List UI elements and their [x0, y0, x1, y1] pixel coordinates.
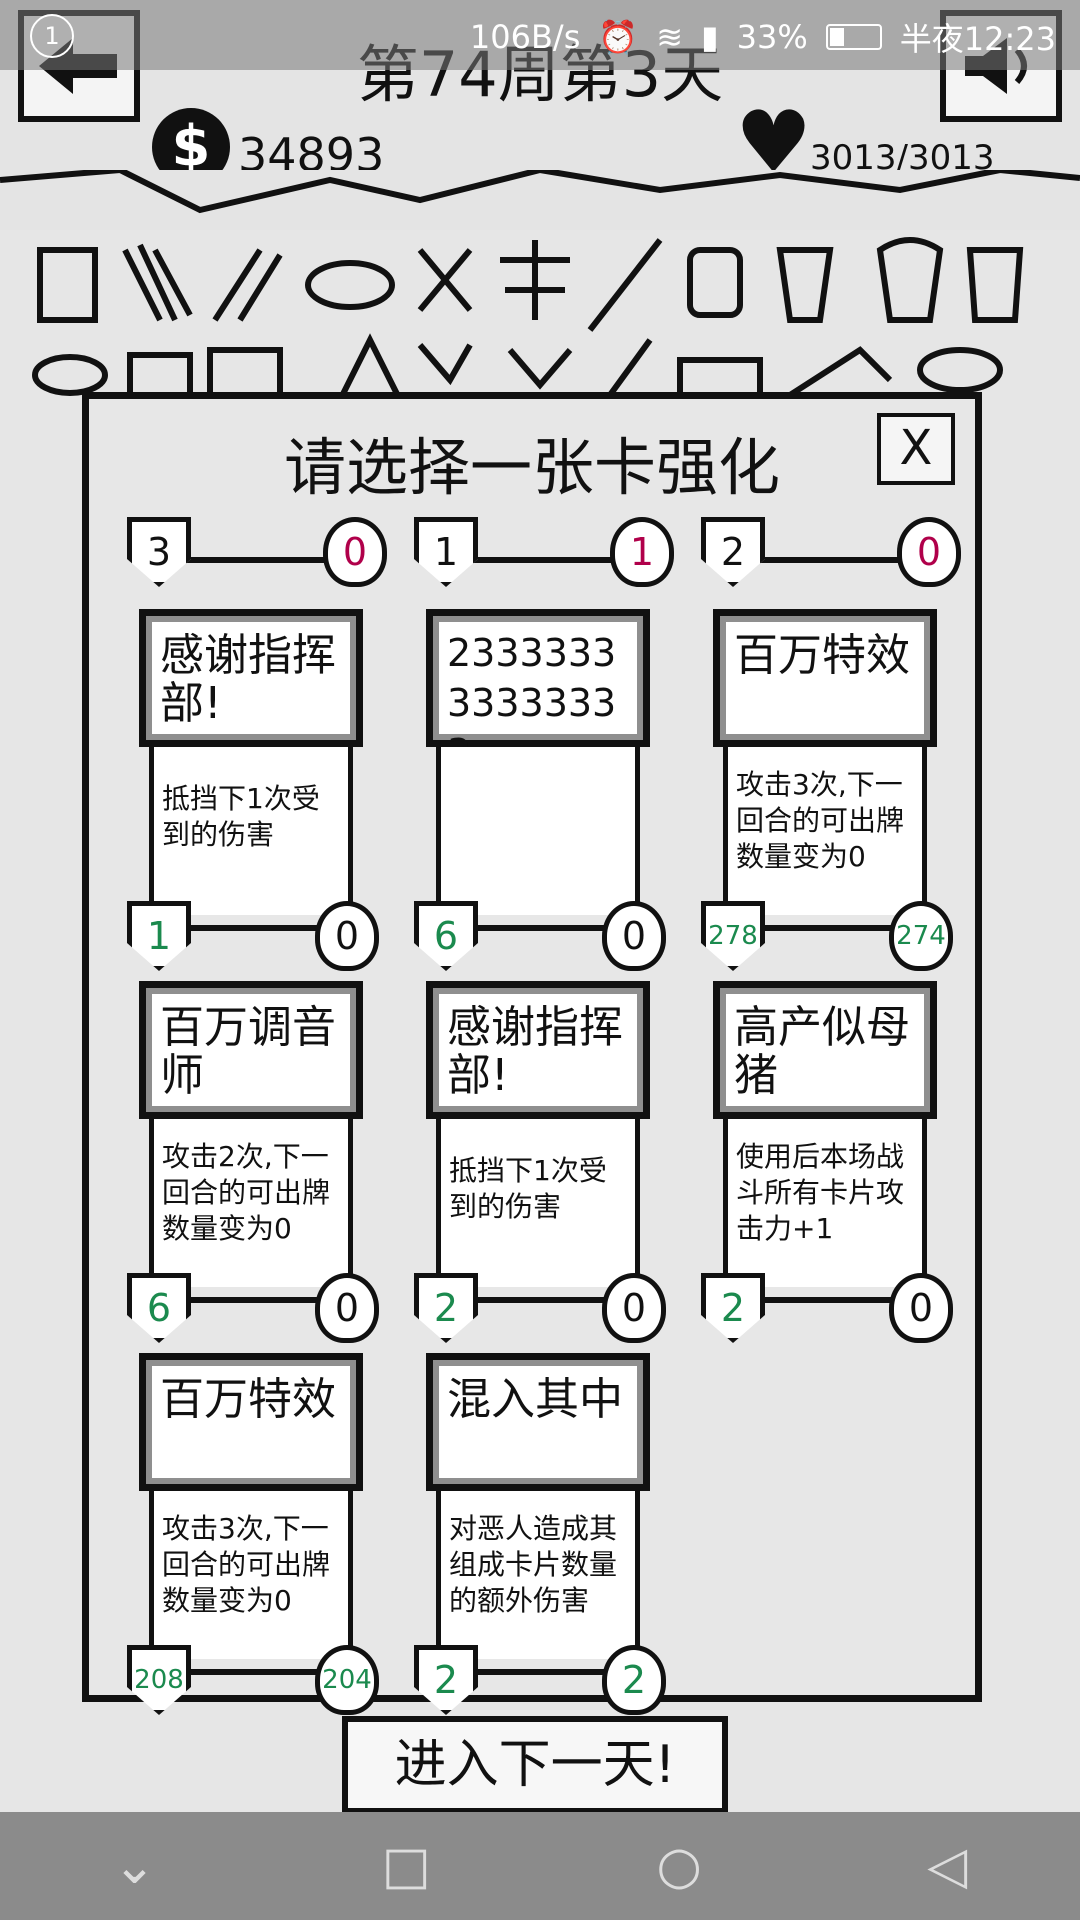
card-4[interactable]: 百万调音师 攻击2次,下一回合的可出牌数量变为0 6 0: [127, 981, 379, 1343]
signal-icon: ▮: [701, 18, 719, 56]
slot-left-value: 3: [127, 517, 191, 587]
card-desc: [436, 747, 640, 915]
card-level: 274: [889, 901, 953, 971]
battery-percent: 33%: [736, 18, 808, 56]
card-name: 233333333333333: [426, 609, 650, 775]
dialog-title: 请选择一张卡强化: [283, 431, 780, 504]
card-level: 0: [889, 1273, 953, 1343]
clock: 半夜12:23: [899, 20, 1056, 58]
card-desc: 对恶人造成其组成卡片数量的额外伤害: [436, 1491, 640, 1659]
system-nav-bar: ⌄ □ ○ ◁: [0, 1812, 1080, 1920]
wifi-icon: ≋: [656, 18, 684, 56]
close-button[interactable]: X: [877, 413, 955, 485]
slot-right-value: 0: [323, 517, 387, 587]
card-level: 0: [602, 1273, 666, 1343]
notification-badge: 1: [30, 14, 74, 58]
recents-icon[interactable]: □: [381, 1836, 431, 1896]
card-name: 百万调音师: [139, 981, 363, 1119]
enhance-card-dialog: 请选择一张卡强化 X 3 0 1 1 2 0 感谢指挥部! 抵挡下1次受到的伤害…: [82, 392, 982, 1715]
card-cost: 2: [701, 1273, 765, 1343]
home-icon[interactable]: ○: [656, 1836, 702, 1896]
card-cost: 1: [127, 901, 191, 971]
network-speed: 106B/s: [469, 18, 581, 56]
card-6[interactable]: 高产似母猪 使用后本场战斗所有卡片攻击力+1 2 0: [701, 981, 953, 1343]
slot-1: 3 0: [127, 517, 387, 607]
battery-icon: [825, 24, 882, 50]
card-1[interactable]: 感谢指挥部! 抵挡下1次受到的伤害 1 0: [127, 609, 379, 971]
card-cost: 278: [701, 901, 765, 971]
card-name: 百万特效: [713, 609, 937, 747]
card-name: 混入其中: [426, 1353, 650, 1491]
card-desc: 攻击3次,下一回合的可出牌数量变为0: [723, 747, 927, 915]
card-3[interactable]: 百万特效 攻击3次,下一回合的可出牌数量变为0 278 274: [701, 609, 953, 971]
card-level: 0: [315, 1273, 379, 1343]
card-level: 0: [315, 901, 379, 971]
card-cost: 208: [127, 1645, 191, 1715]
card-desc: 抵挡下1次受到的伤害: [149, 747, 353, 915]
next-day-button[interactable]: 进入下一天!: [342, 1716, 728, 1814]
card-name: 高产似母猪: [713, 981, 937, 1119]
card-name: 感谢指挥部!: [426, 981, 650, 1119]
slot-left-value: 2: [701, 517, 765, 587]
card-level: 204: [315, 1645, 379, 1715]
card-5[interactable]: 感谢指挥部! 抵挡下1次受到的伤害 2 0: [414, 981, 666, 1343]
item-doodle-strip: [0, 170, 1080, 400]
chevron-down-icon[interactable]: ⌄: [112, 1836, 157, 1896]
card-desc: 攻击2次,下一回合的可出牌数量变为0: [149, 1119, 353, 1287]
status-bar: 1 106B/s ⏰ ≋ ▮ 33% 半夜12:23: [0, 0, 1080, 70]
slot-right-value: 1: [610, 517, 674, 587]
card-2[interactable]: 233333333333333 6 0: [414, 609, 666, 971]
card-name: 感谢指挥部!: [139, 609, 363, 747]
card-8[interactable]: 混入其中 对恶人造成其组成卡片数量的额外伤害 2 2: [414, 1353, 666, 1715]
card-cost: 2: [414, 1645, 478, 1715]
card-7[interactable]: 百万特效 攻击3次,下一回合的可出牌数量变为0 208 204: [127, 1353, 379, 1715]
card-cost: 2: [414, 1273, 478, 1343]
card-name: 百万特效: [139, 1353, 363, 1491]
card-cost: 6: [414, 901, 478, 971]
card-desc: 攻击3次,下一回合的可出牌数量变为0: [149, 1491, 353, 1659]
slot-3: 2 0: [701, 517, 961, 607]
card-level: 2: [602, 1645, 666, 1715]
card-cost: 6: [127, 1273, 191, 1343]
slot-2: 1 1: [414, 517, 674, 607]
card-desc: 抵挡下1次受到的伤害: [436, 1119, 640, 1287]
alarm-icon: ⏰: [598, 18, 639, 56]
slot-right-value: 0: [897, 517, 961, 587]
card-desc: 使用后本场战斗所有卡片攻击力+1: [723, 1119, 927, 1287]
back-triangle-icon[interactable]: ◁: [927, 1836, 968, 1896]
card-level: 0: [602, 901, 666, 971]
slot-left-value: 1: [414, 517, 478, 587]
